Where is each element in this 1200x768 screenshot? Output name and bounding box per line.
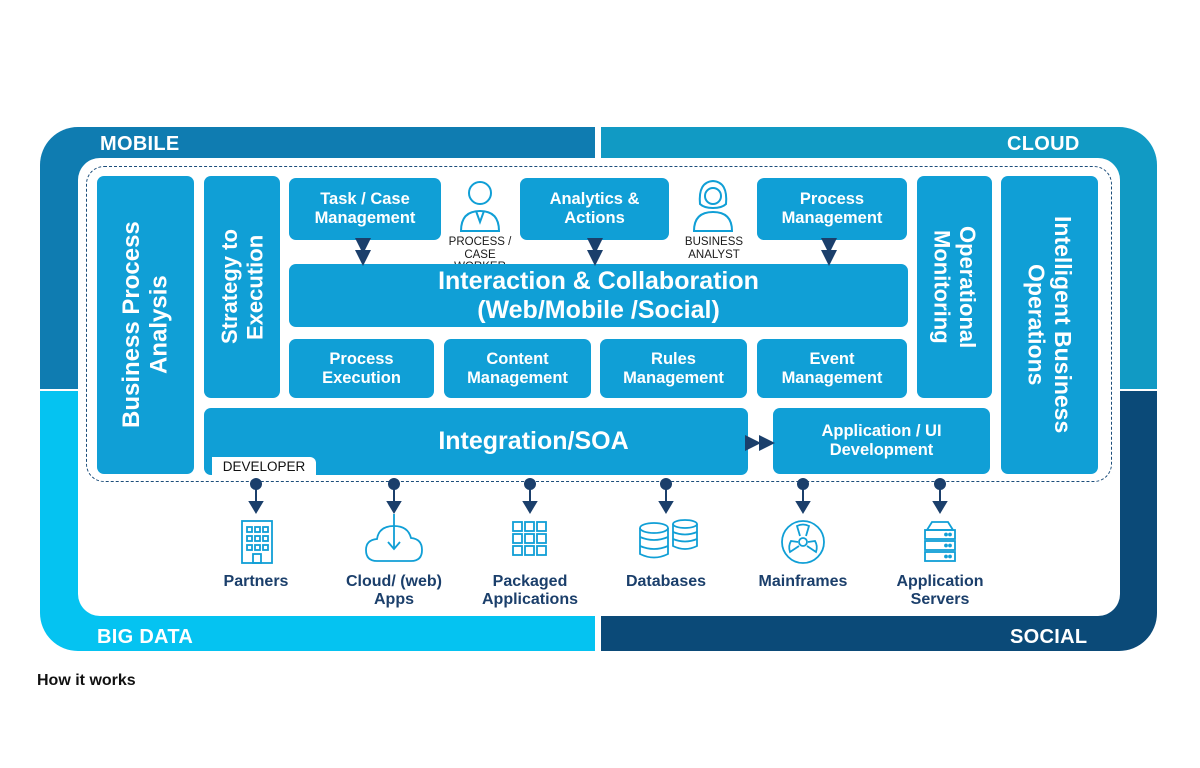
analytics-actions-box: Analytics & Actions: [520, 178, 669, 240]
packaged-applications-label: Packaged Applications: [481, 573, 578, 608]
dashed-boundary: [86, 166, 1112, 482]
application-servers-label: Application Servers: [896, 573, 984, 608]
process-execution-box: Process Execution: [289, 339, 434, 398]
content-management-box: Content Management: [444, 339, 591, 398]
partners-label: Partners: [223, 573, 289, 590]
strategy-execution-label: Strategy to Execution: [216, 229, 267, 345]
operational-monitoring-label: Operational Monitoring: [929, 225, 980, 349]
task-case-management-label: Task / Case Management: [314, 190, 416, 227]
process-execution-label: Process Execution: [322, 349, 401, 387]
interaction-collaboration-box: Interaction & Collaboration (Web/Mobile …: [289, 264, 908, 327]
strategy-execution-box: Strategy to Execution: [204, 176, 280, 398]
application-ui-development-box: Application / UI Development: [773, 408, 990, 474]
big-data-label: BIG DATA: [97, 626, 194, 648]
databases-label: Databases: [625, 573, 707, 590]
process-management-label: Process Management: [781, 190, 883, 227]
integration-soa-label: Integration/SOA: [438, 427, 629, 456]
task-case-management-box: Task / Case Management: [289, 178, 441, 240]
rules-management-label: Rules Management: [623, 349, 724, 387]
content-management-label: Content Management: [467, 349, 568, 387]
application-ui-development-label: Application / UI Development: [821, 422, 942, 459]
mobile-label: MOBILE: [100, 133, 180, 155]
mainframes-label: Mainframes: [758, 573, 848, 590]
rules-management-box: Rules Management: [600, 339, 747, 398]
business-analyst-label: BUSINESS ANALYST: [684, 236, 744, 261]
intelligent-business-operations-box: Intelligent Business Operations: [1001, 176, 1098, 474]
developer-label: DEVELOPER: [212, 457, 316, 476]
caption: How it works: [37, 672, 136, 689]
event-management-label: Event Management: [781, 349, 883, 387]
cloud-web-apps-label: Cloud/ (web) Apps: [346, 573, 442, 608]
interaction-collaboration-title: Interaction & Collaboration: [438, 266, 759, 295]
operational-monitoring-box: Operational Monitoring: [917, 176, 992, 398]
analytics-actions-label: Analytics & Actions: [549, 190, 640, 227]
cloud-label: CLOUD: [1007, 133, 1080, 155]
business-process-analysis-box: Business Process Analysis: [97, 176, 194, 474]
interaction-collaboration-subtitle: (Web/Mobile /Social): [477, 295, 720, 324]
event-management-box: Event Management: [757, 339, 907, 398]
social-label: SOCIAL: [1010, 626, 1088, 648]
intelligent-business-operations-label: Intelligent Business Operations: [1023, 216, 1076, 434]
process-management-box: Process Management: [757, 178, 907, 240]
business-process-analysis-label: Business Process Analysis: [117, 221, 173, 429]
